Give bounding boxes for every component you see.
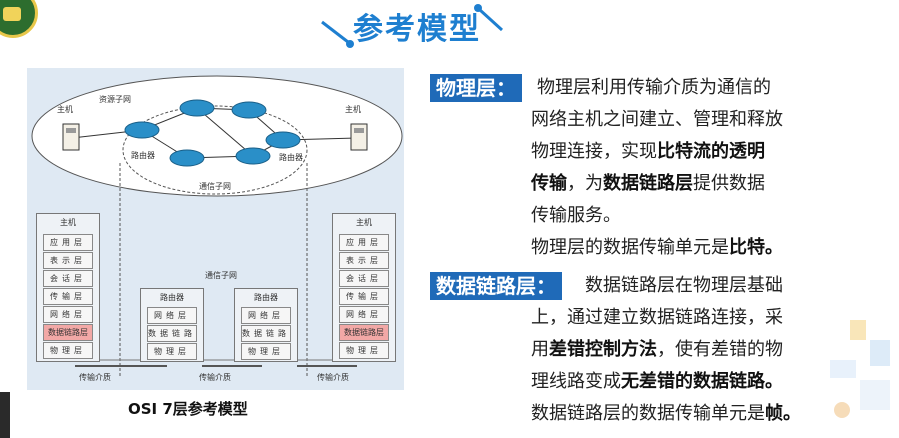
host-label-right: 主机 <box>345 104 361 114</box>
layer-physical: 物理层 <box>147 343 197 360</box>
layer-datalink: 数据链路层 <box>147 325 197 353</box>
stack-title: 路由器 <box>160 293 184 302</box>
datalink-line-1: 数据链路层在物理层基础 <box>585 275 783 296</box>
comm-subnet-mid-label: 通信子网 <box>205 270 237 280</box>
host-stack-right: 主机 应用层 表示层 会话层 传输层 网络层 数据链路层 物理层 <box>332 213 396 362</box>
layer-physical: 物理层 <box>339 342 389 359</box>
physical-line-6: 物理层的数据传输单元是比特。 <box>531 237 783 258</box>
layer-session: 会话层 <box>339 270 389 287</box>
physical-line-2: 网络主机之间建立、管理和释放 <box>531 109 783 130</box>
router-stack-2: 路由器 网络层 数据链路层 物理层 <box>234 288 298 362</box>
layer-physical: 物理层 <box>241 343 291 360</box>
page-title: 参考模型 <box>353 12 481 47</box>
comm-subnet-label: 通信子网 <box>199 181 231 191</box>
datalink-line-4: 理线路变成无差错的数据链路。 <box>531 371 783 392</box>
physical-line-4: 传输，为数据链路层提供数据 <box>531 173 765 194</box>
physical-line-5: 传输服务。 <box>531 205 621 226</box>
router-label-right: 路由器 <box>279 152 303 162</box>
title-decoration-icon <box>321 4 504 48</box>
datalink-line-5: 数据链路层的数据传输单元是帧。 <box>531 403 801 424</box>
router-icon <box>124 99 301 167</box>
router-stack-1: 路由器 网络层 数据链路层 物理层 <box>140 288 204 362</box>
layer-application: 应用层 <box>43 234 93 251</box>
router-label-left: 路由器 <box>131 150 155 160</box>
stack-title: 路由器 <box>254 293 278 302</box>
layer-transport: 传输层 <box>339 288 389 305</box>
layer-presentation: 表示层 <box>43 252 93 269</box>
media-label: 传输介质 <box>199 372 231 382</box>
stack-title: 主机 <box>60 218 76 227</box>
layer-datalink: 数据链路层 <box>43 324 93 341</box>
datalink-layer-heading: 数据链路层： <box>430 272 562 300</box>
datalink-line-2: 上，通过建立数据链路连接，采 <box>531 307 783 328</box>
layer-transport: 传输层 <box>43 288 93 305</box>
osi-diagram: 资源子网 通信子网 通信子网 主机 主机 路由器 路由器 传输介质 传输介质 传… <box>27 68 404 390</box>
layer-datalink: 数据链路层 <box>339 324 389 341</box>
resource-subnet-label: 资源子网 <box>99 94 131 104</box>
datalink-line-3: 用差错控制方法，使有差错的物 <box>531 339 783 360</box>
diagram-caption: OSI 7层参考模型 <box>128 400 248 418</box>
decorative-illustration-icon <box>830 320 890 418</box>
host-stack-left: 主机 应用层 表示层 会话层 传输层 网络层 数据链路层 物理层 <box>36 213 100 362</box>
media-label: 传输介质 <box>317 372 349 382</box>
school-logo-icon <box>0 0 38 38</box>
layer-session: 会话层 <box>43 270 93 287</box>
layer-application: 应用层 <box>339 234 389 251</box>
layer-network: 网络层 <box>241 307 291 324</box>
layer-network: 网络层 <box>43 306 93 323</box>
host-computer-icon <box>62 123 368 151</box>
layer-network: 网络层 <box>339 306 389 323</box>
side-bar <box>0 392 10 438</box>
host-label-left: 主机 <box>57 104 73 114</box>
stack-title: 主机 <box>356 218 372 227</box>
physical-line-3: 物理连接，实现比特流的透明 <box>531 141 765 162</box>
layer-datalink: 数据链路层 <box>241 325 291 353</box>
physical-line-1: 物理层利用传输介质为通信的 <box>537 77 771 98</box>
layer-network: 网络层 <box>147 307 197 324</box>
layer-presentation: 表示层 <box>339 252 389 269</box>
layer-physical: 物理层 <box>43 342 93 359</box>
media-label: 传输介质 <box>79 372 111 382</box>
physical-layer-heading: 物理层： <box>430 74 522 102</box>
